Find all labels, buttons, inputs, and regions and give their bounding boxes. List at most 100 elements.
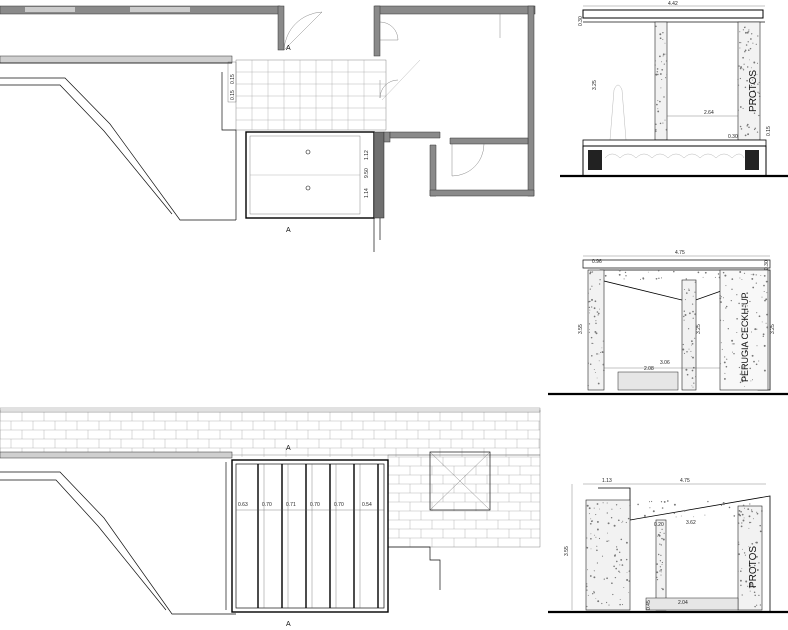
concrete-speck (731, 343, 733, 345)
dimension-label: 1.12 (364, 150, 370, 160)
wall (389, 131, 441, 139)
concrete-speck (753, 61, 756, 64)
concrete-speck (755, 274, 757, 276)
concrete-speck (695, 309, 697, 311)
terrace-inner-outline (0, 479, 167, 611)
concrete-speck (741, 522, 743, 524)
concrete-speck (661, 68, 664, 71)
concrete-speck (626, 579, 629, 581)
concrete-speck (690, 350, 692, 352)
concrete-speck (743, 363, 745, 366)
dimension-label: 4.42 (668, 1, 678, 7)
concrete-speck (740, 525, 743, 528)
concrete-speck (662, 32, 664, 34)
concrete-speck (619, 599, 621, 600)
concrete-speck (660, 277, 663, 279)
upper-floor-plan: A A 1.12 9.50 1.14 0.15 0.15 (0, 5, 536, 252)
top-wall-right (374, 5, 536, 15)
concrete-speck (741, 333, 744, 335)
concrete-speck (611, 508, 613, 510)
concrete-speck (737, 543, 740, 546)
roof-slab (582, 259, 771, 269)
concrete-speck (741, 378, 743, 381)
concrete-speck (589, 522, 592, 525)
concrete-speck (654, 60, 656, 62)
concrete-speck (661, 587, 663, 589)
concrete-speck (720, 296, 722, 298)
concrete-speck (756, 131, 759, 133)
concrete-speck (589, 288, 591, 290)
dimension-label: 0.30 (764, 260, 770, 270)
concrete-speck (685, 368, 688, 371)
wall-extension (373, 218, 381, 252)
gravel-fill (604, 153, 745, 159)
bay-dimension-label: 0.71 (286, 502, 296, 508)
concrete-speck (588, 306, 591, 309)
concrete-speck (740, 510, 742, 513)
concrete-speck (742, 303, 744, 305)
concrete-speck (591, 271, 594, 273)
concrete-speck (590, 518, 592, 520)
concrete-speck (745, 349, 747, 352)
concrete-speck (606, 540, 608, 542)
concrete-speck (742, 548, 744, 550)
concrete-speck (753, 75, 756, 77)
concrete-speck (682, 343, 684, 346)
concrete-speck (587, 292, 589, 294)
concrete-speck (755, 541, 757, 544)
concrete-speck (754, 594, 756, 597)
dimension-label: 3.25 (696, 324, 702, 334)
bay-dimension-label: 0.70 (334, 502, 344, 508)
concrete-speck (742, 366, 744, 368)
concrete-speck (747, 585, 749, 587)
concrete-speck (601, 602, 603, 605)
concrete-speck (619, 564, 621, 566)
concrete-speck (655, 123, 657, 125)
concrete-speck (746, 79, 748, 82)
concrete-speck (749, 47, 752, 50)
concrete-speck (749, 97, 751, 100)
concrete-speck (740, 128, 743, 130)
concrete-speck (752, 42, 754, 44)
section-3: 1.13 4.75 3.55 3.62 0.20 0.45 2.04 PROTO… (548, 478, 788, 614)
concrete-speck (756, 569, 759, 571)
skylight (429, 451, 491, 511)
concrete-speck (661, 78, 663, 81)
concrete-speck (737, 522, 740, 524)
concrete-speck (746, 310, 749, 313)
column-marker (305, 185, 311, 191)
concrete-speck (739, 579, 742, 582)
dimension-label: 0.15 (766, 126, 772, 136)
concrete-speck (741, 298, 743, 300)
concrete-speck (694, 281, 696, 283)
right-wall (527, 5, 535, 197)
concrete-speck (585, 545, 587, 547)
concrete-speck (624, 271, 627, 274)
concrete-speck (741, 513, 744, 516)
concrete-speck (596, 503, 599, 505)
concrete-speck (661, 61, 663, 63)
dimension-label: 3.06 (660, 360, 670, 366)
concrete-speck (597, 314, 599, 316)
concrete-speck (739, 106, 742, 108)
concrete-speck (612, 593, 614, 596)
concrete-speck (621, 522, 623, 524)
concrete-speck (748, 515, 751, 518)
concrete-speck (722, 271, 725, 274)
concrete-speck (588, 312, 590, 314)
concrete-speck (592, 593, 594, 595)
dimension-label: 3.62 (686, 520, 696, 526)
brick-pattern (0, 411, 540, 547)
concrete-speck (725, 365, 728, 368)
concrete-speck (687, 328, 690, 330)
door-swing (381, 59, 421, 101)
concrete-speck (741, 304, 744, 307)
concrete-speck (589, 328, 590, 330)
concrete-speck (593, 576, 596, 579)
concrete-speck (593, 534, 595, 536)
bay-dimension-label: 0.63 (238, 502, 248, 508)
concrete-speck (601, 351, 604, 354)
concrete-speck (622, 520, 624, 522)
concrete-speck (751, 354, 754, 357)
